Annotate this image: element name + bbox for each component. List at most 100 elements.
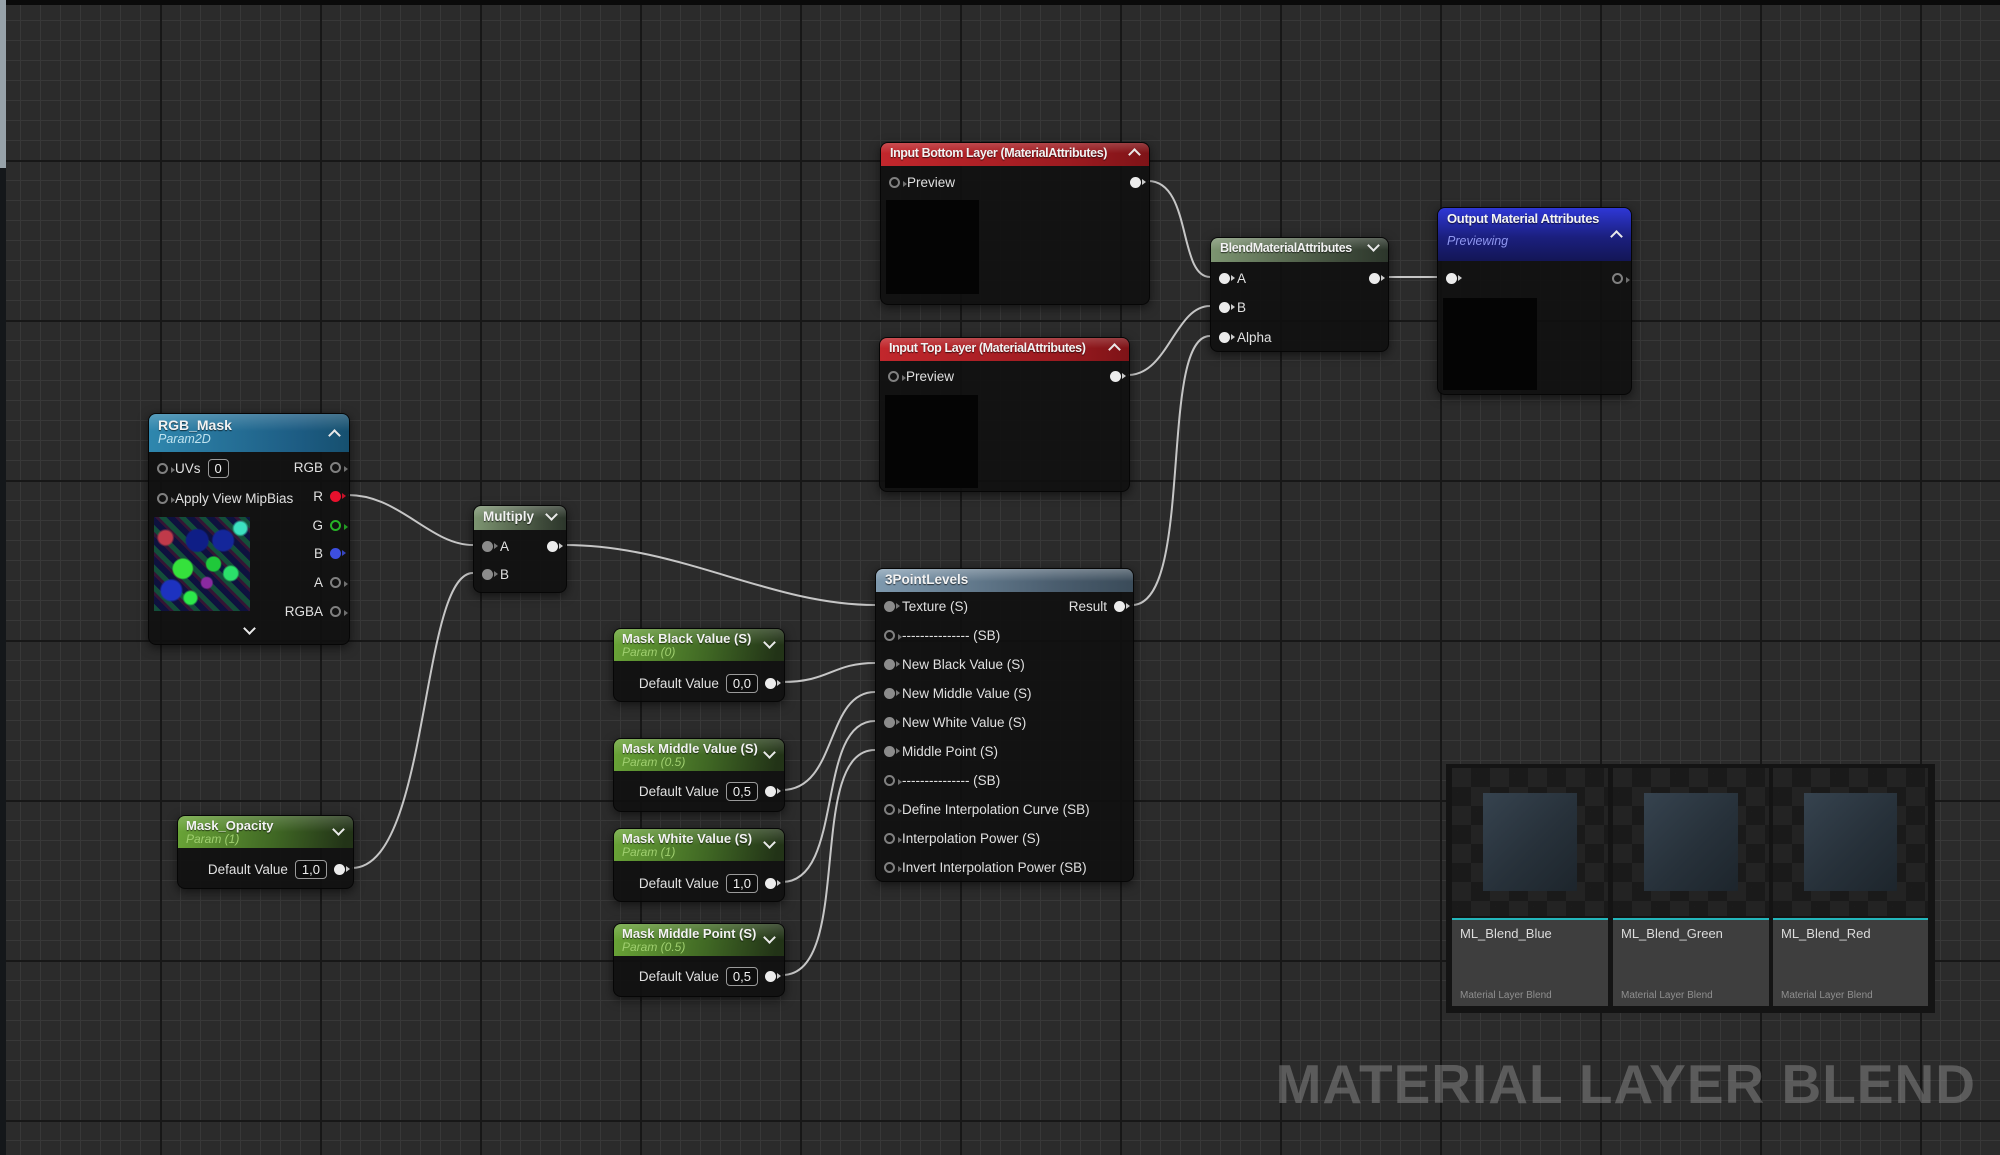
a-output-pin[interactable] — [330, 576, 348, 588]
collapse-chevron-icon[interactable] — [764, 839, 775, 850]
asset-card-ml-blend-green[interactable]: ML_Blend_Green Material Layer Blend — [1613, 768, 1769, 1006]
wire-bottom-to-a[interactable] — [1147, 180, 1211, 278]
node-header[interactable]: 3PointLevels — [876, 569, 1133, 592]
asset-meta[interactable]: ML_Blend_Green Material Layer Blend — [1613, 918, 1769, 1006]
result-output-pin[interactable] — [1114, 600, 1130, 612]
value-output-pin[interactable] — [334, 863, 350, 875]
preview-input-pin[interactable] — [888, 370, 906, 382]
wire-top-to-b[interactable] — [1127, 305, 1211, 376]
left-panel-edge[interactable] — [0, 0, 6, 1155]
default-value-box[interactable]: 0,5 — [725, 966, 758, 986]
r-output-pin[interactable] — [330, 490, 346, 502]
wire-result-to-alpha[interactable] — [1131, 335, 1211, 606]
define-interp-curve-pin[interactable] — [884, 803, 902, 815]
wire-multiply-to-texture[interactable] — [564, 544, 876, 606]
node-header[interactable]: Output Material Attributes Previewing — [1438, 208, 1631, 261]
new-white-value-pin[interactable] — [884, 716, 900, 728]
a-input-pin[interactable] — [482, 540, 498, 552]
value-output-pin[interactable] — [765, 970, 781, 982]
output-pin[interactable] — [1110, 370, 1126, 382]
new-middle-value-pin[interactable] — [884, 687, 900, 699]
g-output-pin[interactable] — [330, 519, 348, 531]
asset-thumbnail[interactable] — [1452, 768, 1608, 916]
separator-input-pin[interactable] — [884, 629, 902, 641]
value-output-pin[interactable] — [765, 877, 781, 889]
node-input-bottom-layer[interactable]: Input Bottom Layer (MaterialAttributes) … — [880, 142, 1150, 305]
expand-chevron-icon[interactable] — [244, 625, 255, 636]
wire-opacity-to-multiply-b[interactable] — [351, 572, 474, 869]
default-value-box[interactable]: 0,0 — [725, 673, 758, 693]
wire-white-to-newwhite[interactable] — [781, 720, 876, 883]
attributes-input-pin[interactable] — [1446, 272, 1462, 284]
wire-r-to-multiply-a[interactable] — [347, 494, 474, 546]
uvs-pin[interactable] — [157, 462, 175, 474]
collapse-chevron-icon[interactable] — [333, 826, 344, 837]
node-header[interactable]: Mask Black Value (S) Param (0) — [614, 629, 784, 661]
collapse-chevron-icon[interactable] — [546, 511, 557, 522]
collapse-chevron-icon[interactable] — [764, 639, 775, 650]
node-header[interactable]: Mask Middle Point (S) Param (0.5) — [614, 924, 784, 956]
result-output-pin[interactable] — [547, 540, 563, 552]
collapse-chevron-icon[interactable] — [1368, 242, 1379, 253]
collapse-chevron-icon[interactable] — [1109, 341, 1120, 352]
collapse-chevron-icon[interactable] — [1611, 228, 1622, 239]
rgba-output-pin[interactable] — [330, 605, 348, 617]
preview-input-pin[interactable] — [889, 176, 907, 188]
new-black-value-pin[interactable] — [884, 658, 900, 670]
invert-interp-power-pin[interactable] — [884, 861, 902, 873]
node-header[interactable]: Mask_Opacity Param (1) — [178, 816, 353, 848]
asset-thumbnail[interactable] — [1773, 768, 1928, 916]
node-input-top-layer[interactable]: Input Top Layer (MaterialAttributes) Pre… — [879, 337, 1130, 492]
node-header[interactable]: BlendMaterialAttributes — [1211, 238, 1388, 262]
node-mask-white-value[interactable]: Mask White Value (S) Param (1) 1,0 Defau… — [613, 828, 785, 902]
b-input-pin[interactable] — [1219, 301, 1235, 313]
asset-meta[interactable]: ML_Blend_Blue Material Layer Blend — [1452, 918, 1608, 1006]
node-header[interactable]: RGB_Mask Param2D — [149, 414, 349, 452]
node-mask-opacity[interactable]: Mask_Opacity Param (1) 1,0 Default Value — [177, 815, 354, 889]
node-header[interactable]: Mask Middle Value (S) Param (0.5) — [614, 739, 784, 771]
texture-input-pin[interactable] — [884, 600, 900, 612]
default-value-box[interactable]: 0,5 — [725, 781, 758, 801]
value-output-pin[interactable] — [765, 785, 781, 797]
node-blend-material-attributes[interactable]: BlendMaterialAttributes A B Alpha — [1210, 237, 1389, 352]
node-header[interactable]: Input Bottom Layer (MaterialAttributes) — [881, 143, 1149, 166]
wire-middlevalue-to-newmiddle[interactable] — [781, 691, 876, 791]
node-output-material-attributes[interactable]: Output Material Attributes Previewing — [1437, 207, 1632, 395]
asset-thumbnail[interactable] — [1613, 768, 1769, 916]
interp-power-pin[interactable] — [884, 832, 902, 844]
preview-output-pin[interactable] — [1612, 272, 1630, 284]
node-mask-middle-point[interactable]: Mask Middle Point (S) Param (0.5) 0,5 De… — [613, 923, 785, 997]
node-mask-black-value[interactable]: Mask Black Value (S) Param (0) 0,0 Defau… — [613, 628, 785, 702]
asset-meta[interactable]: ML_Blend_Red Material Layer Blend — [1773, 918, 1928, 1006]
b-output-pin[interactable] — [330, 547, 346, 559]
node-header[interactable]: Multiply — [474, 506, 566, 530]
node-multiply[interactable]: Multiply A B — [473, 505, 567, 593]
middle-point-pin[interactable] — [884, 745, 900, 757]
a-input-pin[interactable] — [1219, 272, 1235, 284]
collapse-chevron-icon[interactable] — [1129, 146, 1140, 157]
node-header[interactable]: Input Top Layer (MaterialAttributes) — [880, 338, 1129, 361]
wire-middlepoint-to-middlepoint[interactable] — [781, 749, 876, 976]
asset-card-ml-blend-red[interactable]: ML_Blend_Red Material Layer Blend — [1773, 768, 1928, 1006]
node-header[interactable]: Mask White Value (S) Param (1) — [614, 829, 784, 861]
alpha-input-pin[interactable] — [1219, 331, 1235, 343]
collapse-chevron-icon[interactable] — [329, 427, 340, 438]
output-pin[interactable] — [1130, 176, 1146, 188]
node-mask-middle-value[interactable]: Mask Middle Value (S) Param (0.5) 0,5 De… — [613, 738, 785, 812]
default-value-box[interactable]: 1,0 — [294, 859, 327, 879]
rgb-output-pin[interactable] — [330, 461, 348, 473]
uvs-value-box[interactable]: 0 — [207, 458, 229, 478]
output-pin[interactable] — [1369, 272, 1385, 284]
default-value-box[interactable]: 1,0 — [725, 873, 758, 893]
separator-input-pin[interactable] — [884, 774, 902, 786]
node-rgb-mask[interactable]: RGB_Mask Param2D UVs 0 Apply View MipBia… — [148, 413, 350, 645]
left-panel-scrollbar[interactable] — [0, 0, 6, 168]
collapse-chevron-icon[interactable] — [764, 749, 775, 760]
b-input-pin[interactable] — [482, 568, 498, 580]
collapse-chevron-icon[interactable] — [764, 934, 775, 945]
mipbias-pin[interactable] — [157, 492, 175, 504]
asset-card-ml-blend-blue[interactable]: ML_Blend_Blue Material Layer Blend — [1452, 768, 1608, 1006]
node-3pointlevels[interactable]: 3PointLevels Texture (S) ---------------… — [875, 568, 1134, 882]
wire-black-to-newblack[interactable] — [781, 662, 876, 683]
value-output-pin[interactable] — [765, 677, 781, 689]
